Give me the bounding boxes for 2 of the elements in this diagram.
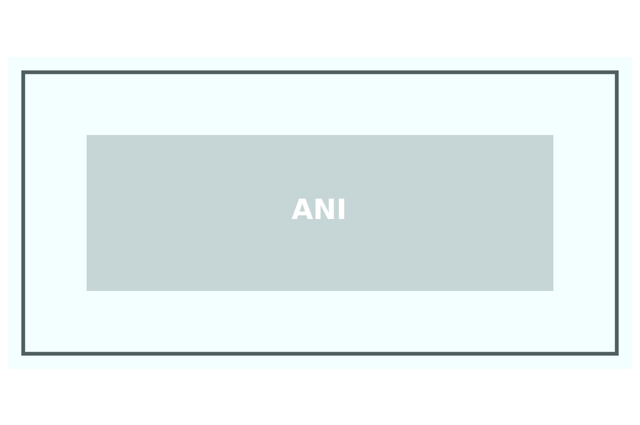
- node-box: ANI: [86, 134, 554, 290]
- cluster: [21, 70, 619, 356]
